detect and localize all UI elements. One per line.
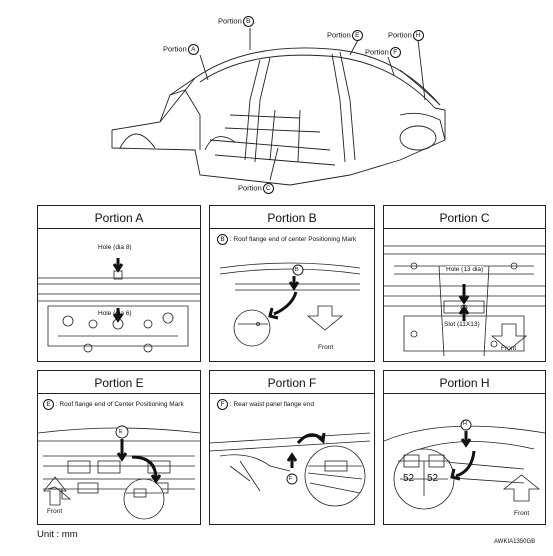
panel-portion-c: Portion C Hole (13 dia) Slot (11X13) Fro… (383, 205, 546, 362)
arrow-roof-flange (288, 276, 300, 291)
front-label-e: Front (47, 508, 63, 515)
panel-b-title: Portion B (210, 206, 374, 229)
panel-c-drawing (384, 245, 545, 357)
label-slot: Slot (11X13) (444, 321, 480, 328)
arrow-detail-e (131, 455, 162, 484)
callout-letter-f: F (389, 47, 401, 58)
callout-letter-e: E (351, 30, 363, 41)
panel-a-title: Portion A (38, 206, 200, 229)
dimension-left: 52 (403, 473, 415, 484)
marker-e-icon: E (43, 399, 54, 410)
panel-portion-a: Portion A Hole (dia 8) Hole (dia 6) (37, 205, 201, 362)
dimension-right: 52 (427, 473, 439, 484)
callout-letter-b: B (242, 16, 254, 27)
callout-letter-c: C (262, 183, 274, 194)
panel-h-drawing (384, 419, 545, 510)
panel-a-drawing (38, 258, 200, 353)
label-hole-dia-6: Hole (dia 6) (98, 310, 132, 317)
label-hole-13: Hole (13 dia) (446, 266, 484, 273)
arrow-hole-13 (458, 284, 470, 305)
body-overview-illustration (100, 10, 460, 195)
panel-portion-b: Portion B B : Roof flange end of center … (209, 205, 375, 362)
arrow-waist-flange (286, 452, 298, 468)
inner-marker-h: H (463, 421, 467, 427)
unit-label: Unit : mm (37, 529, 78, 540)
inner-marker-b: B (295, 267, 299, 273)
arrow-hole-h (460, 431, 472, 448)
panel-c-title: Portion C (384, 206, 545, 229)
callout-letter-h: H (412, 30, 424, 41)
panel-portion-h: Portion H H 52 52 Front (383, 370, 546, 525)
callout-letter-a: A (187, 44, 199, 55)
car-body-drawing (111, 28, 446, 186)
panel-portion-f: Portion F F : Rear waist panel flange en… (209, 370, 375, 525)
panel-b-drawing (219, 262, 361, 347)
marker-b-icon: B (217, 234, 228, 245)
panel-e-drawing (38, 425, 200, 520)
label-hole-dia-8: Hole (dia 8) (98, 244, 132, 251)
arrow-detail-h (450, 450, 476, 481)
panel-h-title: Portion H (384, 371, 545, 394)
front-label-c: Front (501, 345, 517, 352)
panel-e-note: E : Roof flange end of Center Positionin… (42, 399, 184, 410)
panel-e-title: Portion E (38, 371, 200, 394)
arrow-detail-b (268, 291, 298, 320)
inner-marker-e: E (119, 429, 123, 435)
panel-f-drawing (210, 432, 371, 507)
front-label-h: Front (514, 510, 530, 517)
front-label-b: Front (318, 344, 334, 351)
arrow-hole-8 (112, 258, 124, 273)
arrow-detail-f (296, 432, 326, 445)
arrow-roof-flange-e (116, 439, 128, 462)
figure-code: AWKIA1350GB (494, 539, 536, 545)
inner-marker-f: F (289, 476, 293, 482)
arrow-hole-6 (112, 308, 124, 323)
marker-f-icon: F (217, 399, 228, 410)
panel-f-title: Portion F (210, 371, 374, 394)
panel-b-note: B : Roof flange end of center Positionin… (216, 234, 356, 245)
panel-f-note: F : Rear waist panel flange end (216, 399, 314, 410)
panel-portion-e: Portion E E : Roof flange end of Center … (37, 370, 201, 525)
